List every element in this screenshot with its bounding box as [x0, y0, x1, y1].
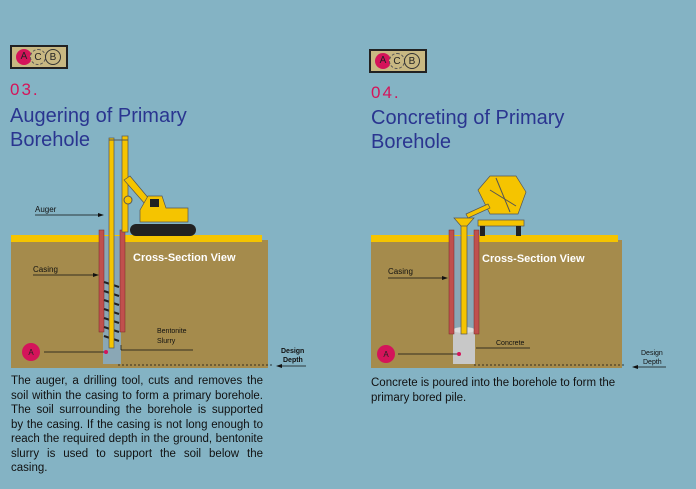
marker-a-circle [377, 345, 395, 363]
panel-concreting: A C B 04. Concreting of Primary Borehole… [348, 0, 696, 489]
casing-label: Casing [388, 267, 413, 276]
design-depth-line2: Depth [283, 357, 303, 364]
ground-surface [11, 235, 262, 242]
cross-section-label: Cross-Section View [133, 252, 236, 264]
badge-circle-b: B [404, 53, 420, 69]
rig-cab [139, 195, 189, 223]
auger-label: Auger [35, 205, 57, 214]
badge-circle-a: A [375, 53, 391, 69]
step-description: The auger, a drilling tool, cuts and rem… [11, 375, 263, 474]
design-depth-line1: Design [641, 350, 663, 357]
step-title-line2: Borehole [10, 129, 91, 151]
bentonite-label-line1: Bentonite [157, 328, 187, 335]
soil-block [371, 240, 622, 368]
step-title: Concreting of Primary Borehole [371, 106, 564, 154]
step-title: Augering of Primary Borehole [10, 104, 187, 152]
ground-surface [371, 235, 618, 242]
kelly-bar [108, 137, 115, 349]
mixer-platform [477, 219, 525, 227]
soil-block [11, 240, 268, 368]
rig-tracks [130, 224, 196, 236]
cross-section-label: Cross-Section View [482, 253, 585, 265]
concrete-fill [453, 330, 475, 364]
step-number: 03. [10, 80, 40, 99]
step-description: Concrete is poured into the borehole to … [371, 377, 616, 404]
marker-a-circle [22, 343, 40, 361]
concrete-label: Concrete [496, 340, 525, 347]
step-title-line1: Concreting of Primary [371, 107, 565, 129]
mixer-chute [465, 203, 491, 219]
tremie-pipe [460, 221, 468, 335]
pile-sequence-badge: A C B [369, 49, 427, 73]
augering-diagram: Auger Cross-Section View Casing Bentonit… [11, 135, 306, 368]
rig-window [150, 199, 159, 207]
concreting-diagram: Cross-Section View Casing Concrete A Des… [371, 175, 666, 369]
design-depth-line1: Design [281, 348, 304, 355]
design-depth-line2: Depth [643, 359, 662, 366]
casing-right [473, 229, 480, 335]
badge-circle-b: B [45, 49, 61, 65]
step-title-line2: Borehole [371, 131, 452, 153]
marker-a-label: A [383, 350, 389, 359]
casing-right [119, 229, 126, 333]
casing-left [98, 229, 105, 333]
step-title-line1: Augering of Primary [10, 105, 187, 127]
marker-a-label: A [28, 348, 34, 357]
tremie-hopper [453, 217, 475, 227]
casing-left [448, 229, 455, 335]
step-number: 04. [371, 83, 401, 102]
boom-pivot [123, 195, 133, 205]
bentonite-label-line2: Slurry [157, 338, 176, 345]
casing-label: Casing [33, 265, 58, 274]
panel-augering: A C B 03. Augering of Primary Borehole A… [10, 45, 306, 474]
pile-sequence-badge: A C B [10, 45, 68, 69]
badge-circle-a: A [16, 49, 32, 65]
